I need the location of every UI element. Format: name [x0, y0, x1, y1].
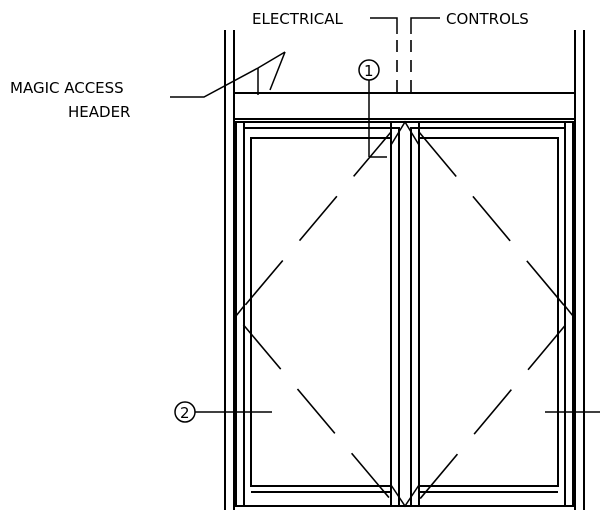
magic-access-header — [233, 92, 576, 123]
header-label: HEADER — [68, 103, 130, 121]
magic-access-label: MAGIC ACCESS — [10, 79, 124, 97]
controls-label: CONTROLS — [446, 10, 529, 28]
callout-1-text: 1 — [364, 62, 374, 80]
callout-1: 1 — [358, 59, 387, 158]
center-mullion — [390, 120, 420, 508]
left-door-leaf — [243, 127, 400, 507]
swing-indicators — [234, 131, 575, 501]
callout-2: 2 — [174, 401, 272, 423]
wall-jambs — [224, 30, 585, 510]
right-door-leaf — [410, 127, 566, 507]
door-frame — [235, 121, 574, 507]
electrical-controls-leader — [370, 17, 440, 93]
electrical-label: ELECTRICAL — [252, 10, 344, 28]
header-leader — [170, 51, 286, 98]
callout-2-text: 2 — [180, 404, 190, 422]
